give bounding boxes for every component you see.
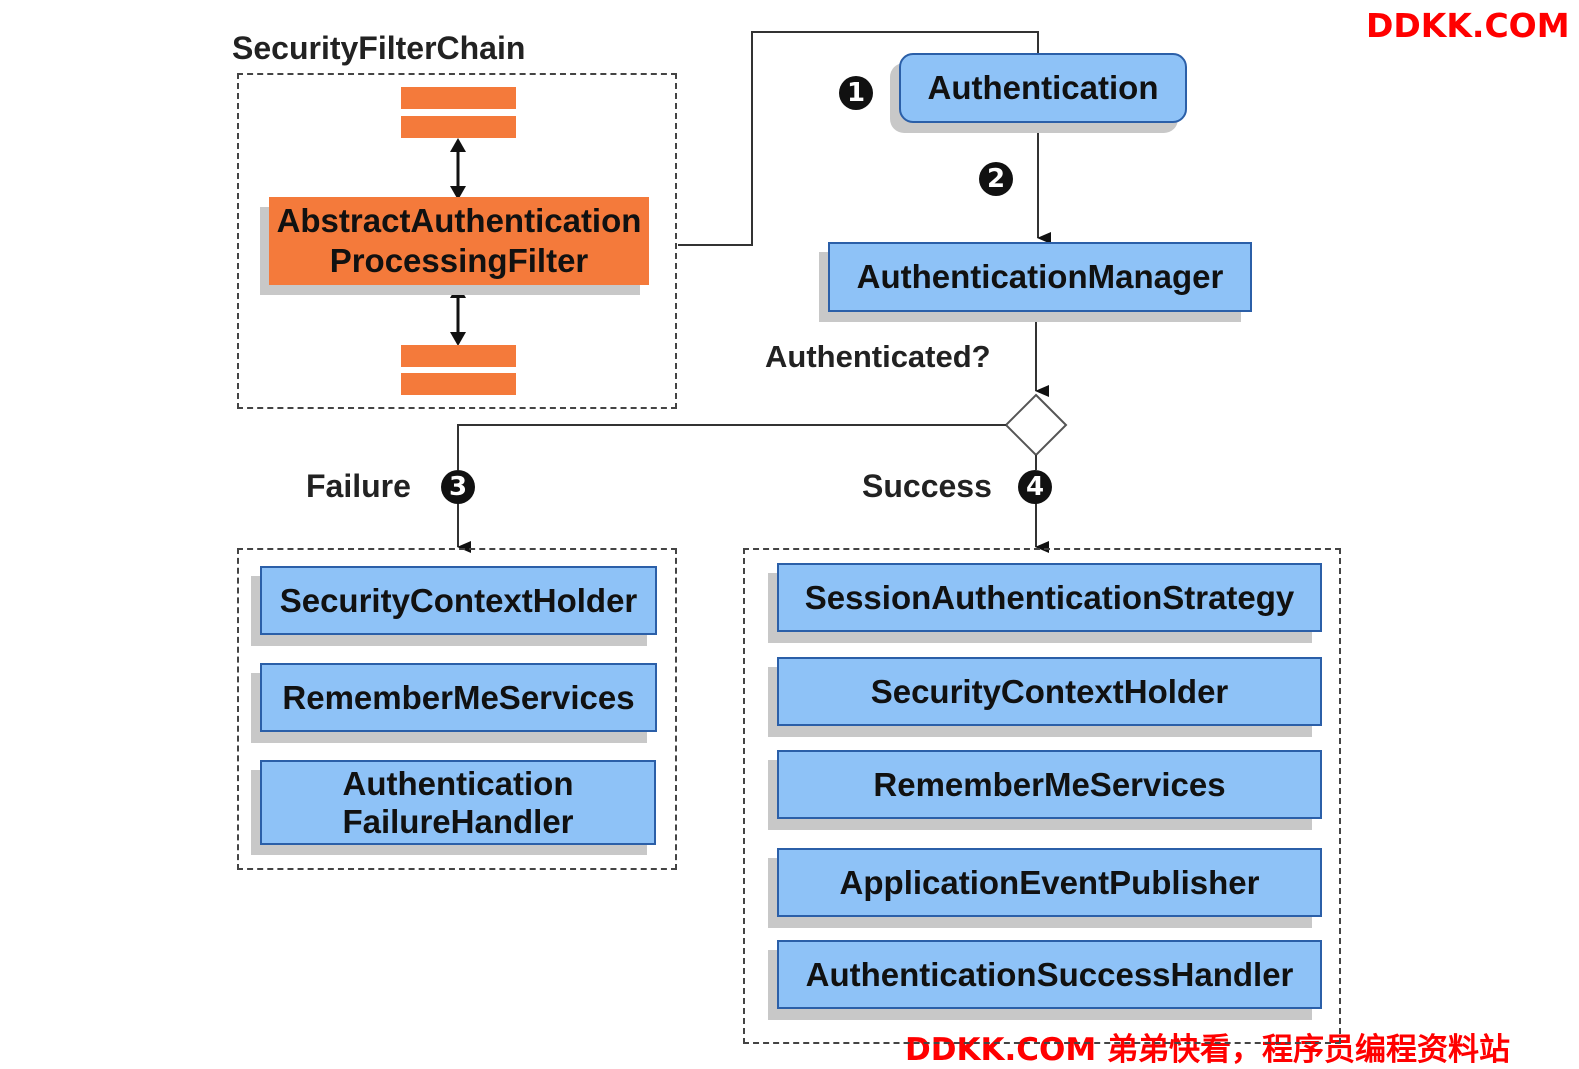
failure-remember-me-services: RememberMeServices	[260, 663, 657, 732]
watermark-bottom: DDKK.COM 弟弟快看，程序员编程资料站	[905, 1032, 1511, 1068]
authenticated-question-label: Authenticated?	[765, 339, 991, 374]
success-label: Success	[862, 468, 992, 504]
step-1-badge: 1	[839, 76, 873, 110]
failure-branch-line	[457, 424, 1006, 470]
failure-security-context-holder: SecurityContextHolder	[260, 566, 657, 635]
failure-authentication-failure-handler: Authentication FailureHandler	[260, 760, 656, 845]
success-application-event-publisher: ApplicationEventPublisher	[777, 848, 1322, 917]
success-session-authentication-strategy: SessionAuthenticationStrategy	[777, 563, 1322, 632]
abstract-authentication-processing-filter: AbstractAuthentication ProcessingFilter	[269, 197, 649, 285]
filter-label-line1: AbstractAuthentication	[276, 202, 642, 239]
filter-bar-bottom-2	[401, 373, 516, 395]
failure-item-label: RememberMeServices	[282, 678, 635, 716]
success-remember-me-services: RememberMeServices	[777, 750, 1322, 819]
success-security-context-holder: SecurityContextHolder	[777, 657, 1322, 726]
success-authentication-success-handler: AuthenticationSuccessHandler	[777, 940, 1322, 1009]
failure-item-label: SecurityContextHolder	[279, 581, 638, 619]
filter-label-line2: ProcessingFilter	[329, 242, 589, 279]
failure-item-label-line2: FailureHandler	[342, 802, 574, 840]
step-3-badge: 3	[441, 470, 475, 504]
filter-bar-top-1	[401, 87, 516, 109]
authentication-manager-box: AuthenticationManager	[828, 242, 1252, 312]
filter-chain-box	[237, 73, 677, 409]
step-4-badge: 4	[1018, 470, 1052, 504]
authentication-box: Authentication	[899, 53, 1187, 123]
success-handlers-box	[743, 548, 1341, 1044]
failure-item-label-line1: Authentication	[342, 764, 574, 802]
decision-diamond	[1004, 393, 1068, 457]
failure-handlers-box	[237, 548, 677, 870]
step-2-badge: 2	[979, 162, 1013, 196]
watermark-top: DDKK.COM	[1366, 6, 1570, 45]
failure-label: Failure	[306, 468, 411, 504]
filter-bar-bottom-1	[401, 345, 516, 367]
filter-chain-title: SecurityFilterChain	[232, 30, 526, 66]
filter-bar-top-2	[401, 116, 516, 138]
filter-to-authentication-line	[678, 31, 1039, 246]
chain-double-arrow-top	[450, 138, 466, 200]
